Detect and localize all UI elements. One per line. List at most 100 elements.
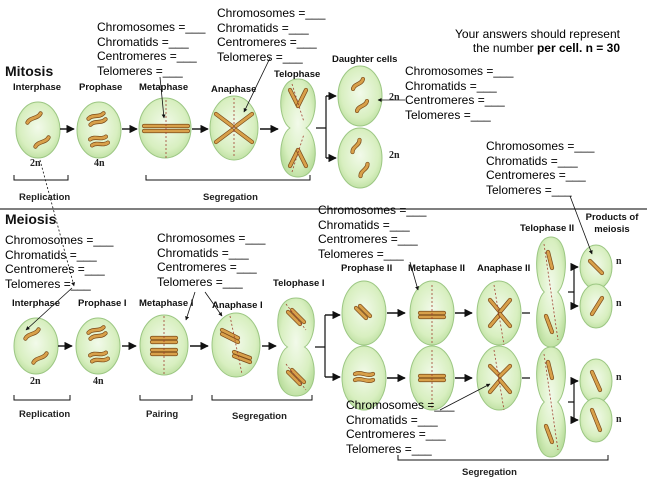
note-line-1: Your answers should represent [455,27,620,41]
pointer-line [204,291,223,317]
chromosome-fill [498,312,512,328]
meiosis-ploidy-prophase: 4n [93,376,104,387]
spindle-line [229,315,243,375]
chromosome-fill [290,368,306,384]
instructions-note: Your answers should represent the number… [425,27,620,55]
chromosome-fill [88,135,108,141]
note-n-value: n = 30 [585,41,620,55]
chromosome-fill [544,314,554,334]
chromosome-fill [354,306,368,320]
mitosis-bracket-replication: Replication [19,192,71,203]
mitosis-bracket-segregation: Segregation [203,192,258,203]
meiosis-title: Meiosis [5,211,57,227]
mitosis-ploidy-interphase: 2n [30,158,41,169]
pointer-line [409,261,419,291]
chromosome-fill [498,364,512,378]
chromosome-fill [351,138,361,154]
chromosome-fill [358,304,372,318]
chromosome-fill [488,312,502,328]
question-block-mitosis-anaphase: Chromosomes =___ Chromatids =___ Centrom… [217,6,325,64]
centromeres-line: Centromeres =___ [217,35,317,49]
pointer-line [39,159,75,287]
centromeres-line: Centromeres =___ [346,427,446,441]
telomeres-line: Telomeres =___ [346,441,432,456]
chromosome-fill [546,360,554,380]
meiosis-stage-metaphase-i: Metaphase I [139,298,194,309]
chromosome-fill [232,350,252,360]
meiosis-stage-metaphase-ii: Metaphase II [408,263,466,274]
chromosome-fill [498,378,512,394]
meiosis-bracket-segregation-1: Segregation [232,411,287,422]
spindle-line [285,303,307,331]
chromosome-fill [353,377,375,383]
mitosis-ploidy-daughter-top: 2n [389,92,400,103]
chromatids-line: Chromatids =___ [5,247,97,262]
mitosis-stage-anaphase: Anaphase [211,84,257,95]
chromosome-fill [234,128,254,144]
centromeres-line: Centromeres =___ [97,49,197,63]
chromatids-line: Chromatids =___ [346,412,438,427]
meiosis-cell-prophase-ii-top [341,280,387,346]
chromatids-line: Chromatids =___ [97,34,189,49]
telomeres-line: Telomeres =___ [5,276,91,291]
chromosome-fill [288,88,300,108]
note-line-2: the number per cell. n = 30 [425,41,620,55]
question-block-meiosis-anaphase-ii: Chromosomes =___ Chromatids =___ Centrom… [346,398,454,456]
chromosome-fill [90,141,110,147]
centromeres-line: Centromeres =___ [157,260,257,274]
chromatids-line: Chromatids =___ [318,217,410,232]
chromosomes-line: Chromosomes =___ [157,231,266,245]
chromosome-fill [32,352,48,364]
pointer-line [439,383,491,411]
spindle-line [543,353,559,451]
chromatids-line: Chromatids =___ [405,78,497,93]
meiosis-bracket-pairing: Pairing [146,409,179,420]
chromosome-fill [89,117,107,127]
meiosis-ploidy-interphase: 2n [30,376,41,387]
question-block-mitosis-daughter: Chromosomes =___ Chromatids =___ Centrom… [405,64,513,122]
join-line [522,312,530,379]
telomeres-line: Telomeres =___ [157,274,243,289]
chromosomes-line: Chromosomes =___ [97,20,206,34]
bracket-line [211,395,313,401]
note-lead: the number [472,41,534,55]
centromeres-line: Centromeres =___ [318,232,418,246]
telomeres-line: Telomeres =___ [318,246,404,261]
centromeres-line: Centromeres =___ [486,168,586,182]
chromosome-fill [498,298,512,314]
chromosome-fill [88,351,108,357]
question-block-meiosis-metaphase-ii: Chromosomes =___ Chromatids =___ Centrom… [318,203,426,261]
mitosis-stage-daughter-cells: Daughter cells [332,54,398,65]
chromatids-line: Chromatids =___ [217,20,309,35]
bracket-line [145,175,311,181]
chromosome-fill [359,162,369,178]
spindle-line [285,363,307,391]
meiosis-ploidy-product-2: n [616,298,622,309]
chromosomes-line: Chromosomes =___ [346,398,455,412]
mitosis-ploidy-prophase: 4n [94,158,105,169]
mitosis-cell-telophase [280,78,316,178]
mitosis-cell-prophase [76,101,122,159]
pointer-line [159,76,166,119]
bracket-line [13,175,69,181]
bracket-line [13,395,71,401]
meiosis-bracket-replication: Replication [19,409,71,420]
centromeres-line: Centromeres =___ [405,93,505,107]
note-per-cell: per cell. [536,41,583,55]
mitosis-ploidy-daughter-bottom: 2n [389,150,400,161]
mitosis-daughter-cell-bottom [337,127,383,189]
chromosomes-line: Chromosomes =___ [486,139,595,153]
meiosis-ploidy-product-4: n [616,414,622,425]
mitosis-stage-metaphase: Metaphase [139,82,189,93]
meiosis-ploidy-product-1: n [616,256,622,267]
telomeres-line: Telomeres =___ [97,63,183,78]
mitosis-stage-prophase: Prophase [79,82,123,93]
meiosis-stage-anaphase-ii: Anaphase II [477,263,531,274]
meiosis-ploidy-product-3: n [616,372,622,383]
bracket-line [397,455,609,461]
chromosome-fill [89,331,107,341]
chromosome-fill [546,250,554,270]
telomeres-line: Telomeres =___ [405,107,491,122]
chromosome-fill [234,112,254,128]
chromosomes-line: Chromosomes =___ [217,6,326,20]
